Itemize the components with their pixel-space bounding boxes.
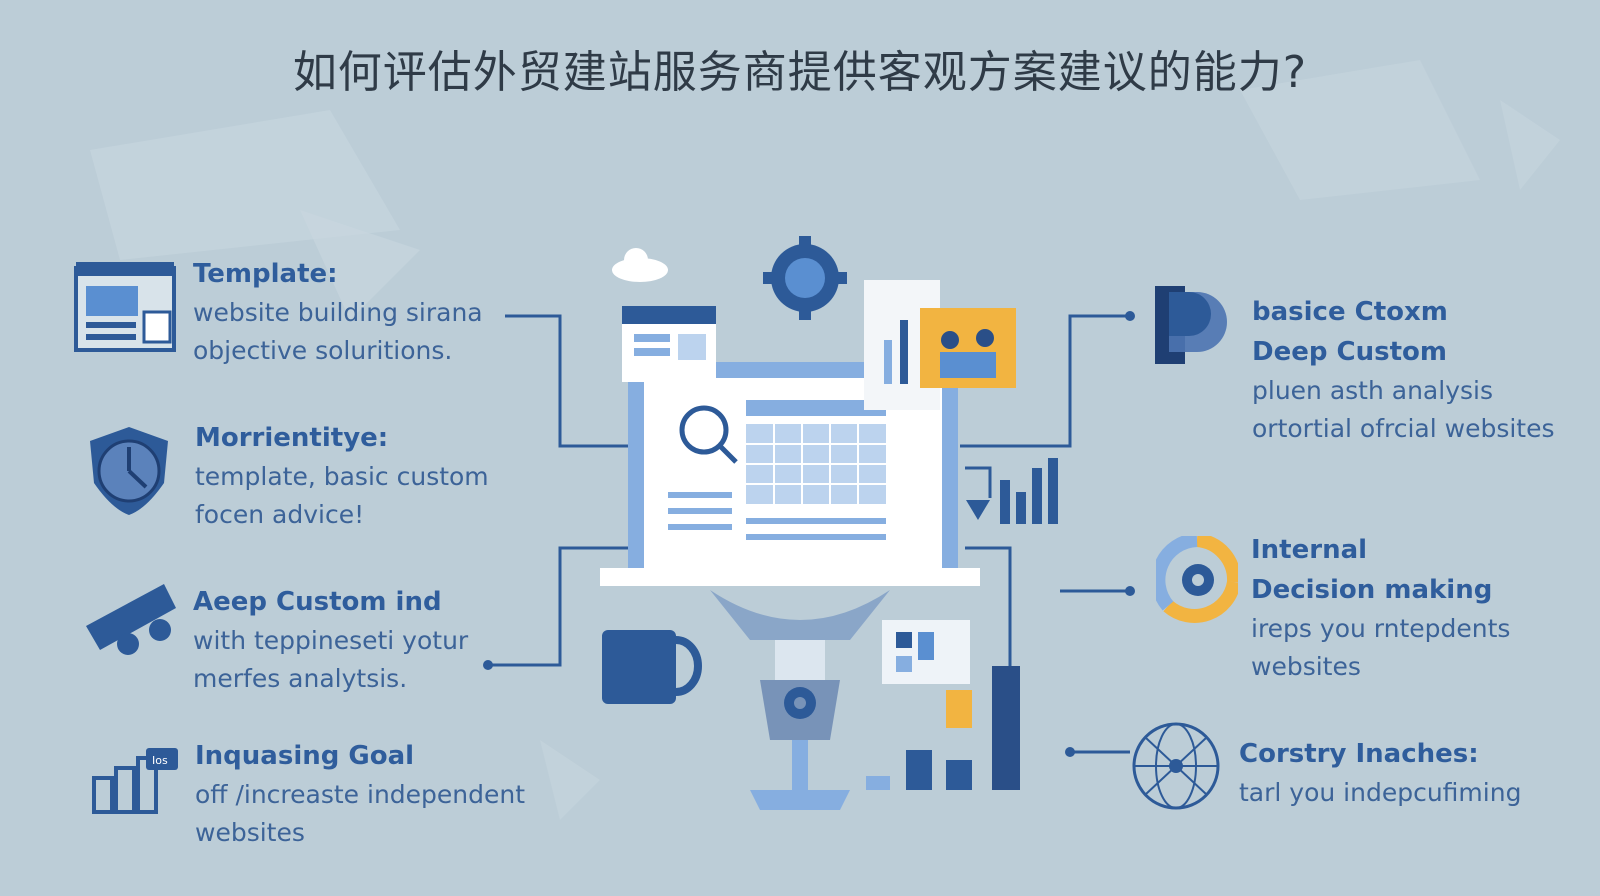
bar-chart-icon [1000,458,1058,524]
block-heading: Aeep Custom ind [193,587,442,617]
magnifier-icon [679,405,729,455]
donut-gear-icon [1151,533,1242,630]
right-block-deep-custom: basice Ctoxm Deep Custom pluen asth anal… [1252,292,1555,448]
p-logo-icon [1155,286,1229,368]
block-heading: Inquasing Goal [195,741,415,771]
central-illustration [600,236,1058,810]
globe-network-icon [1130,720,1222,816]
page-title: 如何评估外贸建站服务商提供客观方案建议的能力? [292,47,1308,98]
left-block-template: Template: website building sirana object… [193,254,483,370]
block-heading: Internal [1251,535,1368,565]
arrow-down-icon [966,500,990,520]
block-line: objective soluritions. [193,336,453,365]
block-line: template, basic custom [195,462,489,491]
pedestal-neck [775,640,825,680]
screen-grid [746,400,886,504]
chart-chat-icon-text: Ios [152,754,168,767]
block-heading: Corstry Inaches: [1239,739,1479,769]
block-line: tarl you indepcufiming [1239,778,1522,807]
right-block-decision-making: Internal Decision making ireps you rntep… [1251,530,1510,686]
left-block-morrientitye: Morrientitye: template, basic custom foc… [195,418,489,534]
block-line: websites [195,818,305,847]
block-line: websites [1251,652,1361,681]
block-heading: Decision making [1251,575,1493,605]
block-line: ortortial ofrcial websites [1252,414,1555,443]
pedestal-stem [792,740,808,790]
right-block-corstry-inaches: Corstry Inaches: tarl you indepcufiming [1239,734,1521,812]
funnel-shape [710,590,890,640]
pedestal-base [750,790,850,810]
block-line: off /increaste independent [195,780,526,809]
template-layout-icon [74,258,178,358]
left-block-inquasing-goal: Inquasing Goal off /increaste independen… [195,736,525,852]
telescope-icon [82,574,178,664]
block-line: with teppineseti yotur [193,626,469,655]
block-heading: Template: [193,259,338,289]
block-line: merfes analytsis. [193,664,408,693]
bar-chart-icon [866,666,1020,790]
left-block-aeep-custom: Aeep Custom ind with teppineseti yotur m… [193,582,468,698]
block-heading: Morrientitye: [195,423,389,453]
laptop-base [600,568,980,586]
block-line: focen advice! [195,500,365,529]
block-heading: Deep Custom [1252,337,1447,367]
block-line: website building sirana [193,298,483,327]
block-heading: basice Ctoxm [1252,297,1448,327]
block-line: pluen asth analysis [1252,376,1493,405]
block-line: ireps you rntepdents [1251,614,1511,643]
mug-icon [602,630,676,704]
chart-chat-icon: Ios [88,748,180,822]
shield-clock-icon [86,425,172,521]
